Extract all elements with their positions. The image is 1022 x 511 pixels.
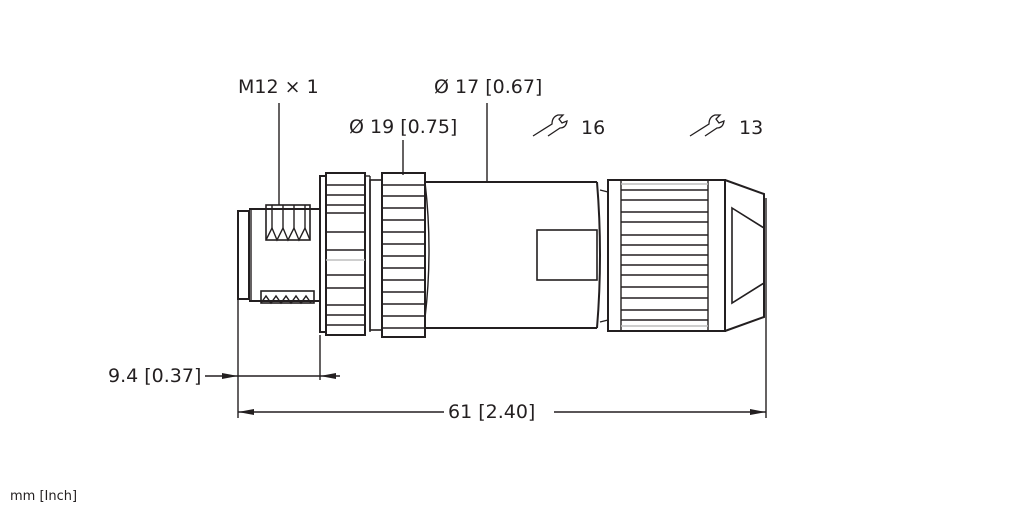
- cable-gland: [724, 179, 767, 332]
- knurled-nut-1: [319, 172, 371, 336]
- wrench-size-13: 13: [739, 117, 764, 139]
- diameter-17-label: Ø 17 [0.67]: [434, 76, 543, 98]
- wrench-size-16: 16: [581, 117, 606, 139]
- rear-knurled-nut: [607, 179, 726, 332]
- main-body: [425, 181, 609, 329]
- knurled-ring-2: [381, 172, 430, 338]
- diameter-19-label: Ø 19 [0.75]: [349, 116, 458, 138]
- upper-thread: [265, 204, 311, 242]
- lower-thread: [260, 290, 315, 305]
- units-label: mm [Inch]: [10, 489, 78, 504]
- dim-short-label: 9.4 [0.37]: [108, 365, 202, 387]
- front-cap: [237, 210, 250, 300]
- wrench-icon-13: [689, 114, 725, 137]
- dim-total-label: 61 [2.40]: [448, 401, 536, 423]
- thread-label: M12 × 1: [238, 76, 319, 98]
- wrench-icon-16: [532, 114, 568, 137]
- wrench-flat: [536, 229, 598, 281]
